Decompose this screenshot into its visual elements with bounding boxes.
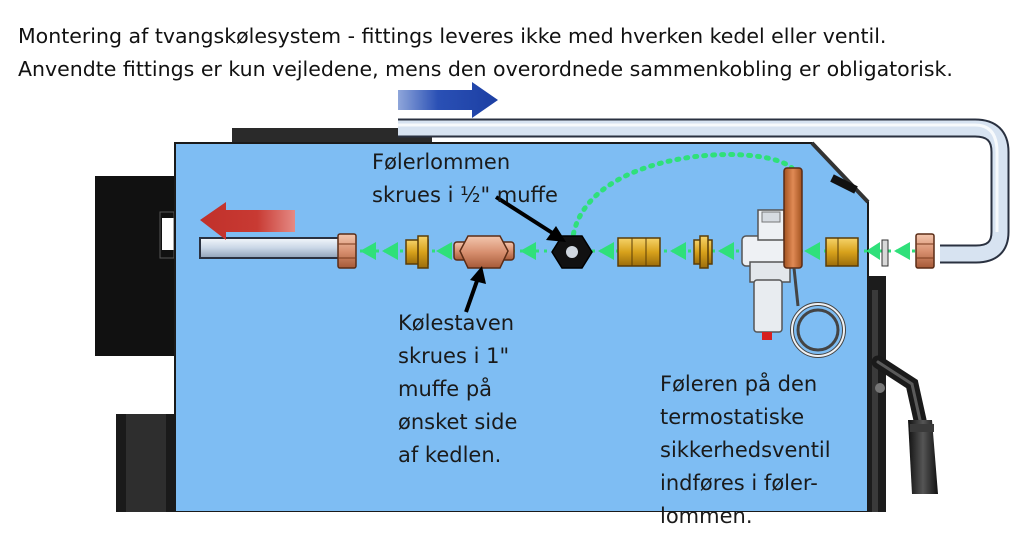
blue-arrow-right-icon <box>398 82 498 118</box>
boiler-cooling-diagram <box>95 82 1010 512</box>
green-arrow-left-icon <box>718 242 734 260</box>
pointer-arrow-sensor-pocket <box>494 195 566 242</box>
green-arrow-left-icon <box>894 242 910 260</box>
sensor-path-dotted <box>569 152 795 255</box>
pointer-arrow-cooling-rod <box>464 266 486 313</box>
copper-nut-left <box>337 233 357 269</box>
green-arrow-left-icon <box>520 242 536 260</box>
brass-fitting-small <box>693 235 713 269</box>
brass-fitting-middle <box>617 237 661 267</box>
boiler-side-panel <box>868 276 886 512</box>
green-arrow-left-icon <box>598 242 614 260</box>
green-arrow-left-icon <box>360 242 376 260</box>
header-line-1: Montering af tvangskølesystem - fittings… <box>18 24 887 48</box>
cooling-rod-fitting <box>453 235 515 269</box>
header-text: Montering af tvangskølesystem - fittings… <box>18 20 953 86</box>
copper-nut-right <box>915 233 935 269</box>
thermostatic-valve <box>741 167 803 340</box>
brass-fitting-right <box>825 237 859 267</box>
label-sensor-pocket: Følerlommen skrues i ½" muffe <box>372 150 558 207</box>
washer-right <box>881 239 889 267</box>
green-arrow-left-icon <box>804 242 820 260</box>
capillary-coil <box>790 267 846 358</box>
label-cooling-rod: Kølestaven skrues i 1" muffe på ønsket s… <box>398 311 518 467</box>
label-sensor-note: Føleren på den termostatiske sikkerhedsv… <box>660 372 831 528</box>
red-arrow-left-icon <box>200 202 295 240</box>
header-line-2: Anvendte fittings er kun vejledene, mens… <box>18 57 953 81</box>
brass-fitting-left <box>405 235 429 269</box>
green-arrow-left-icon <box>436 242 452 260</box>
boiler-back-parts <box>95 128 432 512</box>
outlet-pipe <box>199 237 345 259</box>
return-pipe <box>398 118 1010 264</box>
flow-arrows <box>360 242 910 260</box>
boiler-handle <box>871 355 938 494</box>
sensor-pocket-nut <box>551 235 593 269</box>
green-arrow-left-icon <box>670 242 686 260</box>
green-arrow-left-icon <box>382 242 398 260</box>
green-arrow-left-icon <box>866 242 880 260</box>
